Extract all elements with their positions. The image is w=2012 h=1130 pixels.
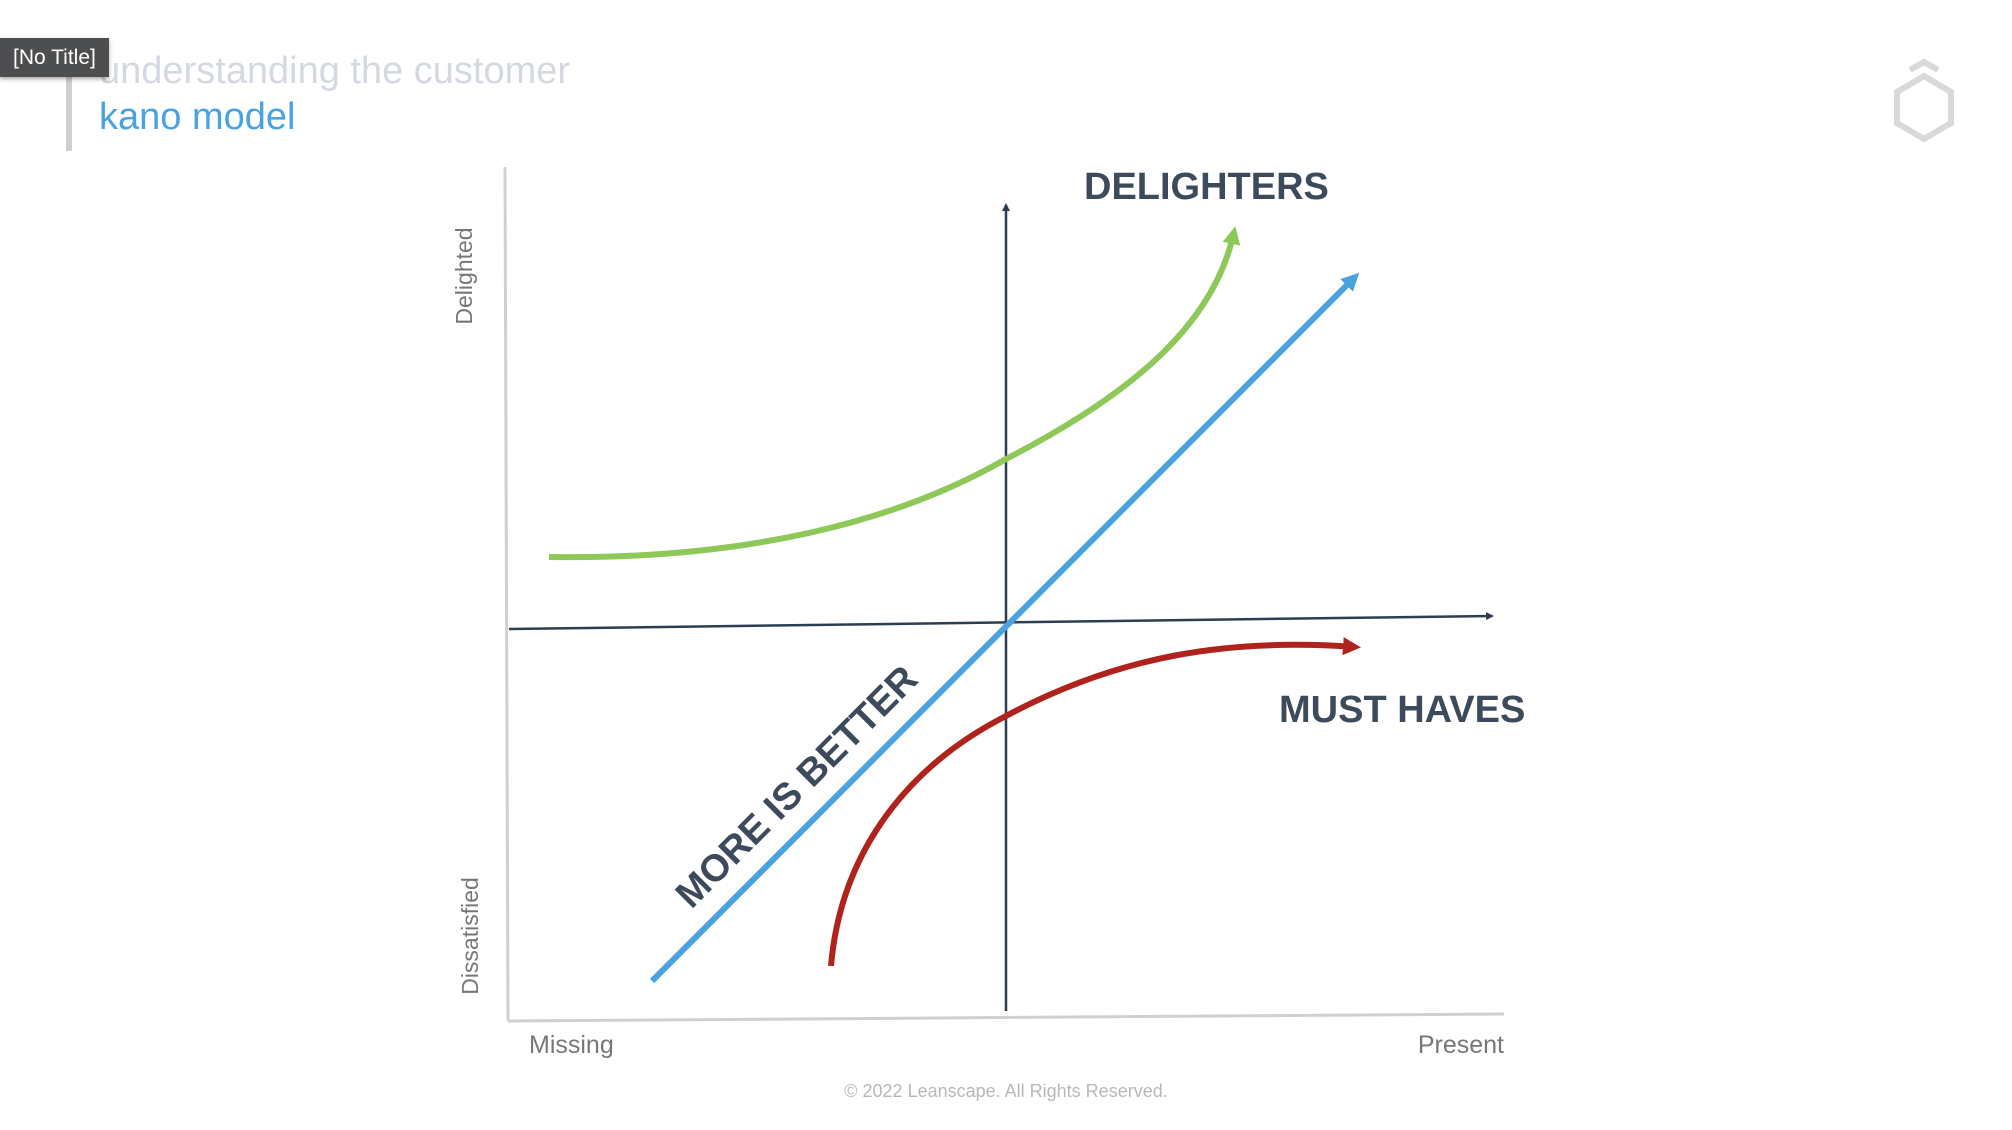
y-axis-bottom-label: Dissatisfied <box>457 877 483 995</box>
horizontal-axis <box>508 612 1494 631</box>
x-axis-left-label: Missing <box>529 1031 614 1059</box>
x-axis-right-label: Present <box>1418 1031 1504 1059</box>
delighters-curve <box>548 226 1241 561</box>
title-accent-bar <box>66 77 72 151</box>
more-is-better-line <box>649 272 1360 984</box>
delighters-label: DELIGHTERS <box>1084 166 1329 208</box>
slide-title: kano model <box>99 96 296 138</box>
window-title-badge: [No Title] <box>0 38 109 77</box>
frame-left-line <box>503 166 510 1022</box>
frame-bottom-line <box>507 1012 1505 1023</box>
y-axis-top-label: Delighted <box>451 227 477 324</box>
slide-subtitle: understanding the customer <box>99 50 571 92</box>
must-haves-curve <box>828 637 1361 967</box>
more-is-better-label: MORE IS BETTER <box>668 658 926 916</box>
hexagon-logo-icon <box>1894 58 1954 143</box>
must-haves-label: MUST HAVES <box>1279 689 1525 731</box>
footer-copyright: © 2022 Leanscape. All Rights Reserved. <box>844 1081 1168 1101</box>
